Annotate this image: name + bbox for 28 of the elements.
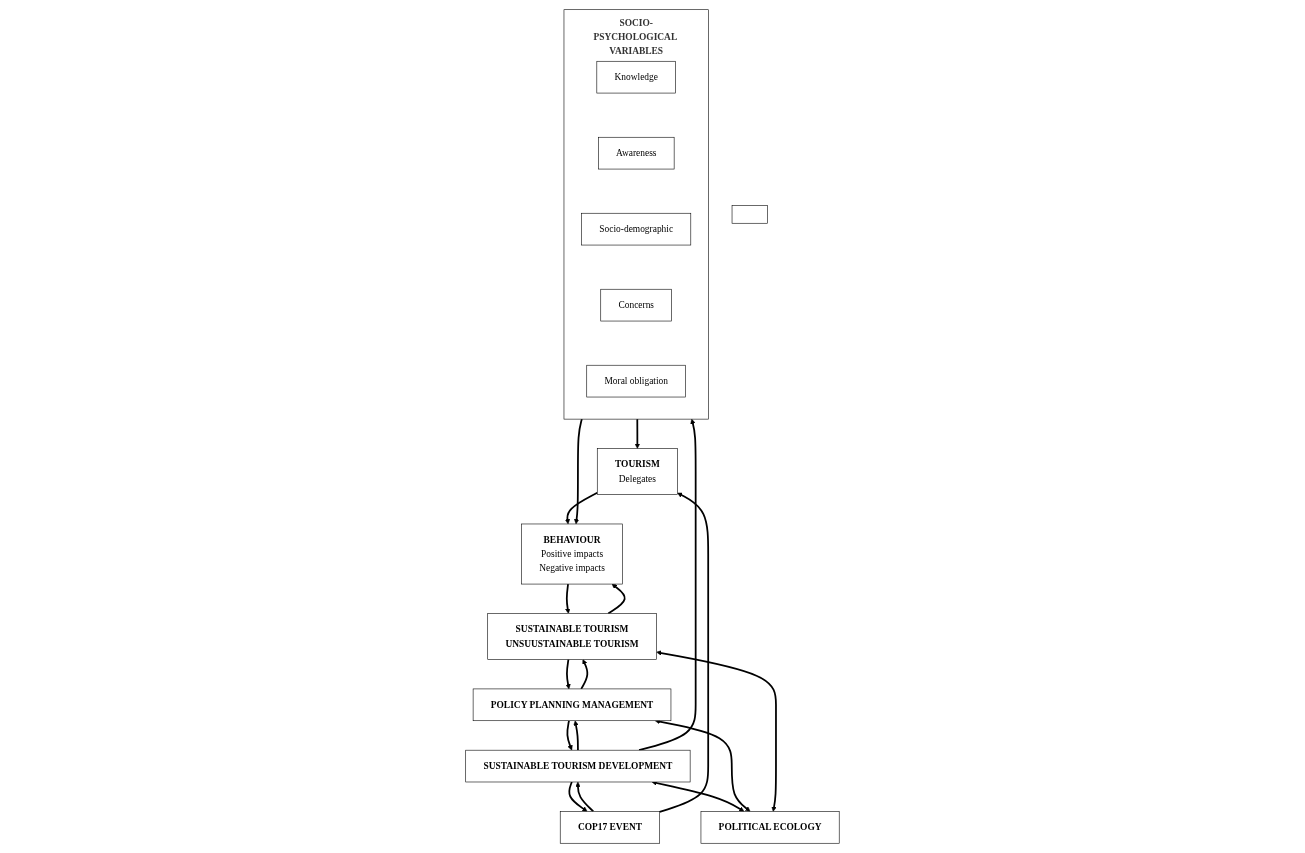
arrow (566, 719, 573, 751)
arrow (655, 719, 751, 812)
arrow (580, 659, 589, 690)
arrow (656, 650, 777, 812)
node-box (731, 205, 768, 224)
node-box: Concerns (600, 288, 673, 322)
node-box: COP17 EVENT (559, 811, 661, 844)
arrow (573, 720, 579, 752)
arrow (634, 418, 640, 449)
node-box: SUSTAINABLE TOURISM DEVELOPMENT (465, 749, 691, 783)
arrow (568, 781, 588, 812)
arrow (575, 781, 595, 813)
arrow (638, 418, 697, 752)
node-box: BEHAVIOUR Positive impacts Negative impacts (521, 523, 623, 585)
arrow (565, 658, 571, 690)
node-box: POLITICAL ECOLOGY (700, 811, 840, 844)
node-box: Socio-demographic (581, 212, 692, 246)
node-box: TOURISM Delegates (597, 448, 678, 495)
arrow (574, 418, 583, 525)
node-box: SUSTAINABLE TOURISM UNSUUSTAINABLE TOURISM (487, 613, 657, 660)
node-box: POLICY PLANNING MANAGEMENT (472, 688, 672, 722)
arrow (565, 583, 571, 614)
arrow (658, 492, 710, 813)
arrow (564, 491, 599, 525)
arrow (607, 583, 626, 615)
node-box: Knowledge (596, 60, 676, 94)
node-box: Awareness (598, 136, 675, 170)
node-box: Moral obligation (586, 364, 687, 398)
